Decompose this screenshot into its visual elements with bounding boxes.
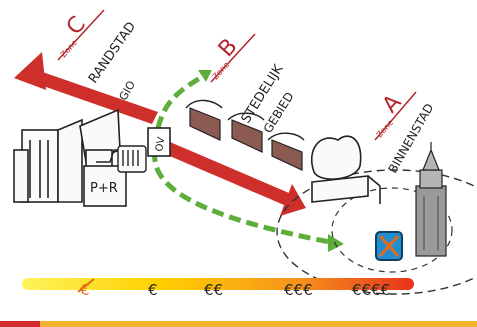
cost-scale: € € €€ €€€ €€€€ — [22, 278, 414, 299]
red-arrow-outward — [14, 52, 158, 124]
green-arrow-up — [155, 72, 207, 129]
tunnel-icon — [185, 99, 305, 171]
green-arrow-down — [152, 149, 331, 245]
footer-red-stripe — [0, 321, 40, 327]
cost-level-1: € — [148, 281, 158, 299]
green-arrowhead-down — [328, 234, 344, 252]
pr-label: P+R — [90, 181, 118, 196]
cost-gradient-bar — [22, 278, 414, 290]
parking-crossed-icon — [375, 231, 403, 261]
cost-level-0: € — [80, 281, 90, 299]
cost-level-0-strike — [77, 278, 95, 293]
green-arrowhead-up — [198, 70, 212, 82]
city-centre-building — [310, 135, 381, 204]
cost-level-3: €€€ — [284, 281, 313, 299]
pr-building: P+R — [83, 149, 127, 207]
footer-yellow-stripe — [40, 321, 477, 327]
ov-sign: OV — [147, 127, 171, 157]
zone-a-boundary-outer — [276, 169, 477, 295]
cost-level-2: €€ — [204, 281, 223, 299]
zone-c-letter: C — [62, 12, 91, 40]
ov-label: OV — [154, 136, 167, 152]
zone-b-letter: B — [214, 34, 243, 62]
bus-icon — [117, 145, 147, 173]
zone-c-name: RANDSTAD — [86, 19, 139, 86]
zone-a-letter: A — [378, 90, 407, 118]
church-tower-icon — [415, 142, 447, 257]
zone-a-boundary-inner — [331, 187, 453, 273]
zone-b-label: Zone B STEDELIJK GEBIED — [210, 33, 297, 136]
cost-level-4: €€€€ — [352, 281, 390, 299]
